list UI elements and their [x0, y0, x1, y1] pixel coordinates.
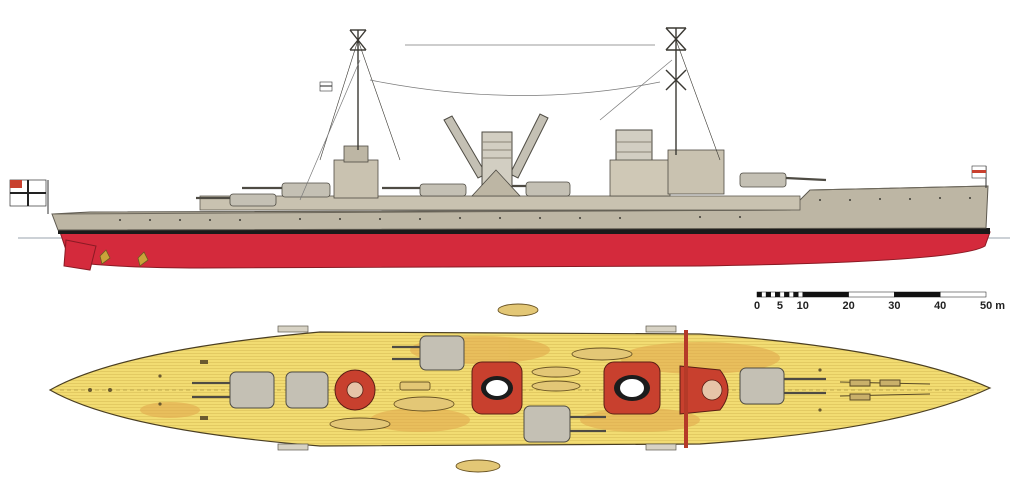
superstructure-deck: [199, 195, 801, 211]
aft-control-station: [334, 369, 376, 411]
deck-weathering: [140, 336, 780, 432]
side-profile: [9, 27, 1010, 271]
anchor-gear: [839, 379, 931, 401]
scale-segment: [802, 291, 849, 298]
gun-barrels-plan: [192, 345, 826, 433]
scale-segment: [939, 291, 987, 298]
boat-booms: [277, 325, 677, 451]
scale-tick-label: 50 m: [980, 300, 1005, 312]
scale-tick-label: 20: [842, 300, 854, 312]
scale-tick-label: 30: [888, 300, 900, 312]
deck-fittings: [88, 360, 822, 420]
aft-funnel: [609, 129, 671, 197]
portholes: [119, 197, 971, 221]
scale-segment: [894, 291, 941, 298]
scale-segment: [848, 291, 895, 298]
scale-segment: [770, 291, 776, 298]
scale-bar: 0 5 10 20 30 40 50 m: [754, 291, 1005, 312]
rudder: [63, 239, 97, 271]
scale-segment: [765, 291, 771, 298]
scale-tick-label: 5: [777, 300, 783, 312]
scale-segment: [797, 291, 804, 298]
main-mast: [665, 27, 721, 161]
scale-segment: [756, 291, 762, 298]
lower-hull-red: [59, 231, 991, 269]
aerial-wires: [299, 44, 673, 201]
scale-segment: [793, 291, 799, 298]
waterline-stripe: [58, 228, 990, 234]
forward-funnel: [471, 131, 521, 197]
scale-tick-label: 40: [934, 300, 946, 312]
scale-segment: [761, 291, 767, 298]
propeller: [137, 251, 149, 267]
scale-segment: [779, 291, 785, 298]
deck-plan: [48, 303, 992, 473]
bow-jack: [971, 165, 987, 188]
propeller: [99, 249, 111, 265]
scale-tick-label: 10: [797, 300, 809, 312]
stern-ensign: [9, 179, 49, 214]
main-turrets-side: [229, 172, 787, 207]
main-turrets-plan: [229, 335, 785, 443]
scale-tick-label: 0: [754, 300, 760, 312]
scale-segment: [775, 291, 781, 298]
scale-segment: [788, 291, 794, 298]
aft-superstructure: [667, 149, 725, 195]
davit-boats: [455, 303, 539, 473]
funnels-plan: [471, 361, 661, 415]
fore-bridge-plan: [679, 330, 729, 448]
fore-mast: [319, 29, 401, 161]
fore-bridge: [333, 159, 379, 199]
scale-segment: [784, 291, 790, 298]
deck-boats: [329, 347, 633, 431]
